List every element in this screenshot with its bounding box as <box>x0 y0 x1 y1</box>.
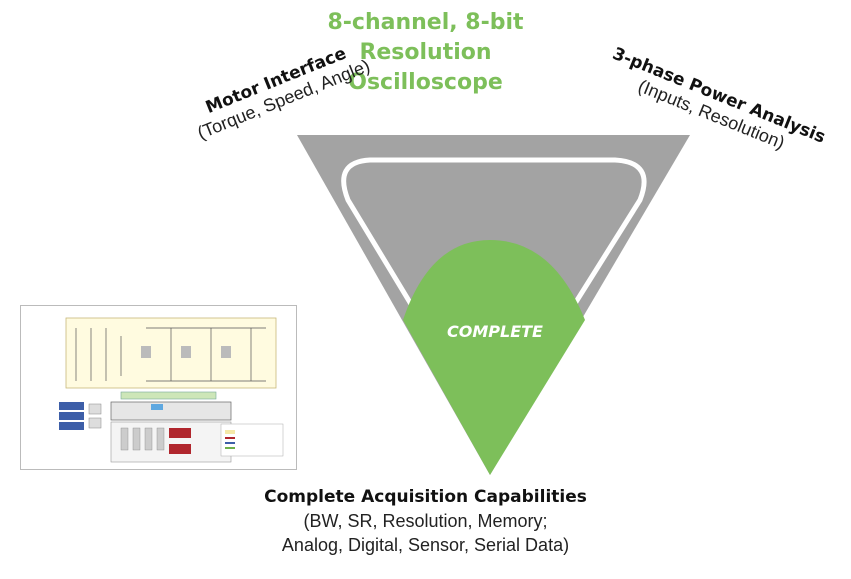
complete-green-region <box>403 240 585 475</box>
complete-label: COMPLETE <box>447 322 543 341</box>
bottom-caption-title: Complete Acquisition Capabilities <box>264 487 587 507</box>
bottom-caption: Complete Acquisition Capabilities (BW, S… <box>0 485 851 557</box>
title-line-3: Oscilloscope <box>348 70 503 95</box>
title-line-2: Resolution <box>359 40 492 65</box>
oscilloscope-title: 8-channel, 8-bit Resolution Oscilloscope <box>0 8 851 98</box>
schematic-drawing <box>59 317 284 463</box>
title-line-1: 8-channel, 8-bit <box>327 10 524 35</box>
bottom-caption-line-2: Analog, Digital, Sensor, Serial Data) <box>281 535 570 555</box>
bottom-caption-line-1: (BW, SR, Resolution, Memory; <box>303 511 548 531</box>
motor-drive-schematic-thumbnail <box>20 305 297 470</box>
